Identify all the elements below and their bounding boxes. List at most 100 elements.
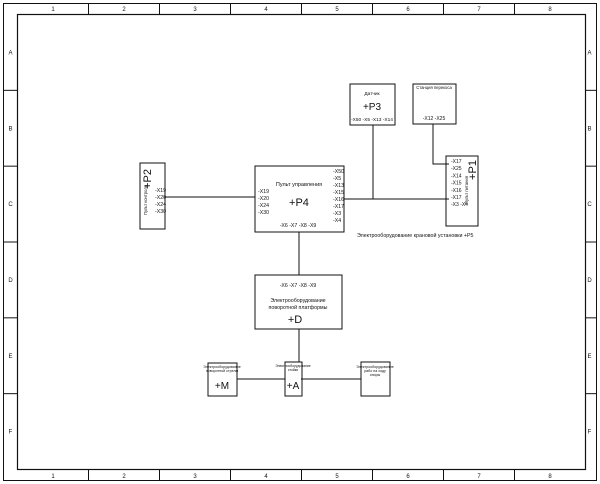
port-label: -X14	[451, 173, 462, 179]
frame-column-top-6: 6	[406, 7, 410, 13]
block-p2: Пульт контроля +P2 -X19-X20-X24-X30	[139, 162, 166, 230]
frame-column-top-4: 4	[264, 7, 268, 13]
block-a-line2: стойки	[288, 368, 298, 372]
block-p3: Датчик +P3 -X50 -X5 -X13 -X14	[349, 83, 396, 126]
frame-row-right-F: F	[588, 430, 592, 436]
block-p1-ports: -X17-X25-X14-X15-X16-X17-X3 -X4	[451, 159, 468, 208]
frame-column-top-8: 8	[548, 7, 552, 13]
frame-row-right-A: A	[587, 50, 591, 56]
port-label: -X5	[333, 176, 341, 182]
block-d: -X6 -X7 -X8 -X9 Электрооборудование пово…	[254, 274, 343, 330]
block-e-line2: рабо на ходу	[364, 369, 386, 373]
block-p2-title: Пульт контроля	[143, 185, 148, 215]
wire-p5-p1	[432, 124, 449, 165]
block-a-line1: Электрооборудование	[275, 364, 310, 368]
port-label: -X15	[333, 190, 344, 196]
port-label: -X17	[451, 159, 462, 165]
port-label: -X20	[258, 196, 269, 202]
block-p4-right-ports: -X50-X5-X13-X15-X16-X17-X3-X4	[333, 169, 344, 224]
block-p3-ports: -X50 -X5 -X13 -X14	[351, 117, 393, 123]
frame-row-right-C: C	[587, 202, 592, 208]
frame-column-bottom-4: 4	[264, 474, 268, 480]
port-label: -X24	[155, 202, 166, 208]
frame-row-left-E: E	[8, 354, 12, 360]
port-label: -X17	[333, 204, 344, 210]
port-label: -X3	[333, 211, 341, 217]
block-p4-code: +P4	[289, 197, 309, 209]
frame-column-bottom-1: 1	[51, 474, 55, 480]
port-label: -X15	[451, 181, 462, 187]
block-p4-left-ports: -X19-X20-X24-X30	[258, 189, 269, 216]
port-label: -X4	[333, 218, 341, 224]
port-label: -X19	[258, 189, 269, 195]
frame-column-top-7: 7	[477, 7, 481, 13]
block-p4-box	[254, 165, 345, 233]
block-a-code: +A	[287, 381, 300, 392]
block-p5-ports: -X12 -X25	[423, 116, 446, 122]
port-label: -X16	[451, 188, 462, 194]
block-p5: Станция перекоса -X12 -X25	[412, 83, 457, 125]
frame-row-left-C: C	[8, 202, 13, 208]
port-label: -X19	[155, 188, 166, 194]
block-p1-title: Пульт питания	[464, 176, 469, 204]
block-p2-ports: -X19-X20-X24-X30	[155, 188, 166, 215]
port-label: -X30	[155, 209, 166, 215]
port-label: -X25	[451, 166, 462, 172]
frame-column-bottom-3: 3	[193, 474, 197, 480]
frame-column-top-2: 2	[122, 7, 126, 13]
block-p1-code: +P1	[467, 160, 479, 180]
port-label: -X16	[333, 197, 344, 203]
block-m-code: +M	[215, 381, 229, 392]
caption-p5: Электрооборудование крановой установки +…	[357, 232, 474, 239]
block-e-box	[360, 361, 391, 397]
frame-row-right-B: B	[587, 126, 591, 132]
frame-row-right-E: E	[587, 354, 591, 360]
block-e: Электрооборудование рабо на ходу опоры	[356, 361, 394, 397]
block-p2-code: +P2	[142, 169, 154, 189]
frame-column-bottom-6: 6	[406, 474, 410, 480]
frame-column-bottom-8: 8	[548, 474, 552, 480]
connection-lines	[164, 124, 449, 380]
block-m-line2: поворотной стрелы	[206, 369, 239, 373]
port-label: -X24	[258, 203, 269, 209]
block-e-line1: Электрооборудование	[356, 365, 393, 369]
port-label: -X3 -X4	[451, 202, 468, 208]
block-a: Электрооборудование стойки +A	[275, 361, 311, 397]
frame-column-top-1: 1	[51, 7, 55, 13]
port-label: -X17	[451, 195, 462, 201]
frame-row-left-A: A	[8, 50, 12, 56]
frame-row-left-D: D	[8, 278, 13, 284]
frame-row-left-B: B	[8, 126, 12, 132]
block-d-ports: -X6 -X7 -X8 -X9	[280, 283, 317, 289]
frame-row-left-F: F	[9, 430, 13, 436]
block-m-box	[207, 362, 238, 397]
block-p5-title: Станция перекоса	[416, 85, 452, 90]
block-p4-bottom-ports: -X6 -X7 -X8 -X9	[280, 223, 317, 229]
block-d-box	[254, 274, 343, 330]
block-p1: Пульт питания +P1 -X17-X25-X14-X15-X16-X…	[445, 155, 479, 227]
block-m: Электрооборудование поворотной стрелы +M	[203, 362, 241, 397]
frame-column-top-3: 3	[193, 7, 197, 13]
frame-column-bottom-5: 5	[335, 474, 339, 480]
block-p4-title: Пульт управления	[276, 182, 322, 188]
block-p5-box	[412, 83, 457, 125]
frame-column-bottom-7: 7	[477, 474, 481, 480]
port-label: -X50	[333, 169, 344, 175]
block-p4: Пульт управления +P4 -X19-X20-X24-X30 -X…	[254, 165, 345, 233]
frame-column-bottom-2: 2	[122, 474, 126, 480]
port-label: -X13	[333, 183, 344, 189]
frame-row-right-D: D	[587, 278, 592, 284]
outer-frame	[3, 3, 597, 481]
frame-column-top-5: 5	[335, 7, 339, 13]
block-d-code: +D	[288, 314, 302, 326]
block-p3-title: Датчик	[364, 91, 380, 97]
block-p1-box	[445, 155, 479, 227]
block-p3-code: +P3	[363, 102, 382, 113]
block-d-title-1: Электрооборудование	[270, 298, 325, 304]
block-a-box	[284, 361, 303, 397]
block-e-line3: опоры	[370, 373, 381, 377]
port-label: -X30	[258, 210, 269, 216]
block-p3-box	[349, 83, 396, 126]
